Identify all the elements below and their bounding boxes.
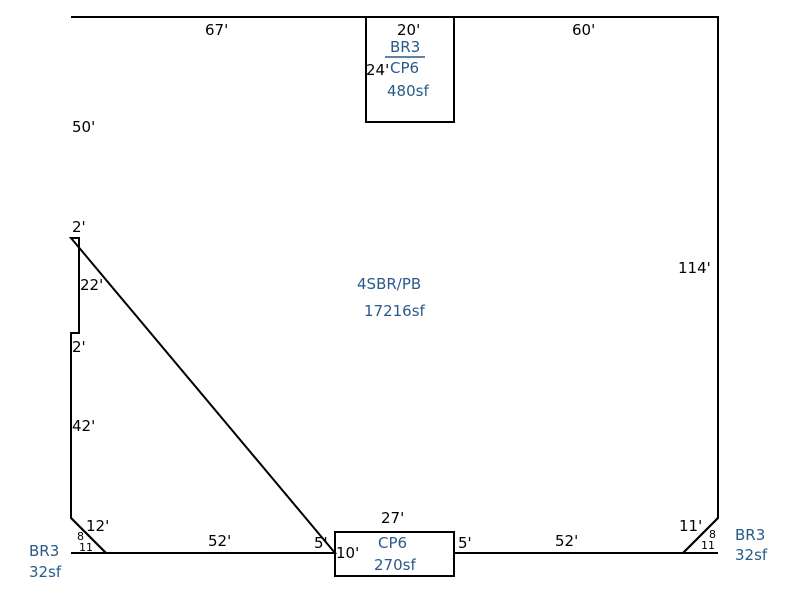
top-addition-outline bbox=[365, 17, 455, 123]
dim-left-corner-8: 8 bbox=[77, 530, 84, 543]
dim-right-corner-8: 8 bbox=[709, 528, 716, 541]
main-area-sqft: 17216sf bbox=[364, 302, 426, 320]
top-area-code-a: BR3 bbox=[390, 38, 420, 56]
bottom-area-sqft: 270sf bbox=[374, 556, 416, 574]
right-corner-area-code: BR3 bbox=[735, 526, 765, 544]
dim-left-jog-side: 22' bbox=[80, 276, 103, 294]
dim-left-corner-diagonal: 12' bbox=[86, 517, 109, 535]
top-area-sqft: 480sf bbox=[387, 82, 429, 100]
dim-bottom-left: 52' bbox=[208, 532, 231, 550]
dim-left-upper: 50' bbox=[72, 118, 95, 136]
right-corner-area-sqft: 32sf bbox=[735, 546, 768, 564]
dim-carport-top: 27' bbox=[381, 509, 404, 527]
main-area-code: 4SBR/PB bbox=[357, 275, 421, 293]
right-corner-triangle bbox=[680, 517, 719, 554]
dim-bottom-gap-left: 5' bbox=[314, 534, 328, 552]
left-corner-triangle bbox=[70, 517, 109, 554]
bottom-carport-outline bbox=[334, 531, 455, 577]
dim-left-lower: 42' bbox=[72, 417, 95, 435]
left-corner-area-sqft: 32sf bbox=[29, 563, 62, 581]
top-area-code-b: CP6 bbox=[390, 59, 419, 77]
dim-bottom-gap-right: 5' bbox=[458, 534, 472, 552]
bottom-area-code: CP6 bbox=[378, 534, 407, 552]
dim-bottom-right: 52' bbox=[555, 532, 578, 550]
dim-right-side: 114' bbox=[678, 259, 711, 277]
dim-carport-side: 10' bbox=[336, 544, 359, 562]
dim-top-left: 67' bbox=[205, 21, 228, 39]
dim-left-corner-11: 11 bbox=[79, 541, 93, 554]
dim-right-corner-11: 11 bbox=[701, 539, 715, 552]
dim-right-corner-diagonal: 11' bbox=[679, 517, 702, 535]
dim-top-right: 60' bbox=[572, 21, 595, 39]
dim-top-mid: 20' bbox=[397, 21, 420, 39]
dim-left-jog-bottom: 2' bbox=[72, 338, 86, 356]
dim-left-jog-top: 2' bbox=[72, 218, 86, 236]
dim-bump-side: 24' bbox=[366, 61, 389, 79]
left-corner-area-code: BR3 bbox=[29, 542, 59, 560]
